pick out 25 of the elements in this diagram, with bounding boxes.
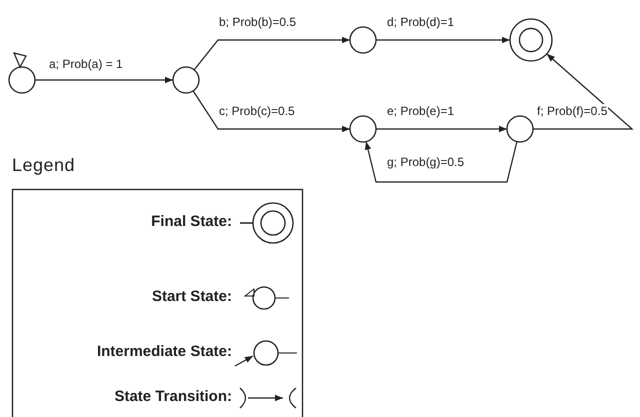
legend-label: State Transition: [114, 388, 232, 406]
state-node [171, 65, 201, 95]
edge-label: c; Prob(c)=0.5 [218, 104, 296, 118]
transition-arrow [376, 126, 507, 132]
legend-title: Legend [12, 155, 76, 176]
edge-label: b; Prob(b)=0.5 [218, 15, 298, 29]
legend-label: Start State: [152, 288, 232, 306]
legend-label: Final State: [151, 213, 232, 231]
edge-label: f; Prob(f)=0.5 [536, 104, 608, 118]
transition-arrow [533, 53, 634, 130]
start-state-node [7, 49, 37, 95]
transition-arrow [364, 141, 518, 183]
edge-label: e; Prob(e)=1 [386, 104, 456, 118]
edge-label: d; Prob(d)=1 [386, 15, 456, 29]
legend-label: Intermediate State: [96, 343, 232, 361]
transition-arrow [376, 36, 510, 44]
final-state-node [508, 17, 554, 63]
state-node [348, 25, 378, 55]
transition-arrow [35, 76, 173, 84]
transition-arrow [192, 90, 350, 132]
edge-label: a; Prob(a) = 1 [48, 57, 124, 71]
state-node [348, 114, 378, 144]
state-node [505, 114, 535, 144]
transition-arrow [194, 36, 350, 70]
edge-label: g; Prob(g)=0.5 [386, 155, 466, 169]
